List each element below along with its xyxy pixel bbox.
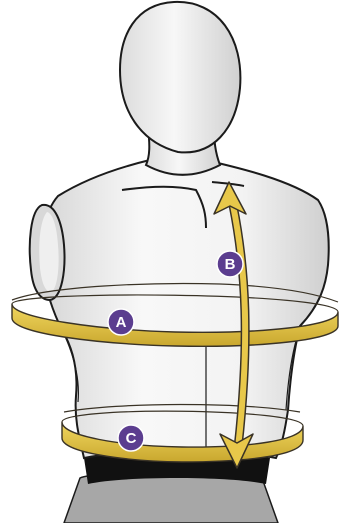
mannequin-head — [120, 2, 240, 175]
marker-c: C — [118, 425, 144, 451]
torso-body — [42, 160, 329, 458]
head-shape — [120, 2, 240, 152]
marker-c-label: C — [126, 430, 137, 447]
marker-a-label: A — [116, 314, 127, 331]
marker-b: B — [217, 251, 243, 277]
marker-b-label: B — [225, 256, 236, 273]
marker-a: A — [108, 309, 134, 335]
mannequin-torso — [30, 160, 329, 458]
